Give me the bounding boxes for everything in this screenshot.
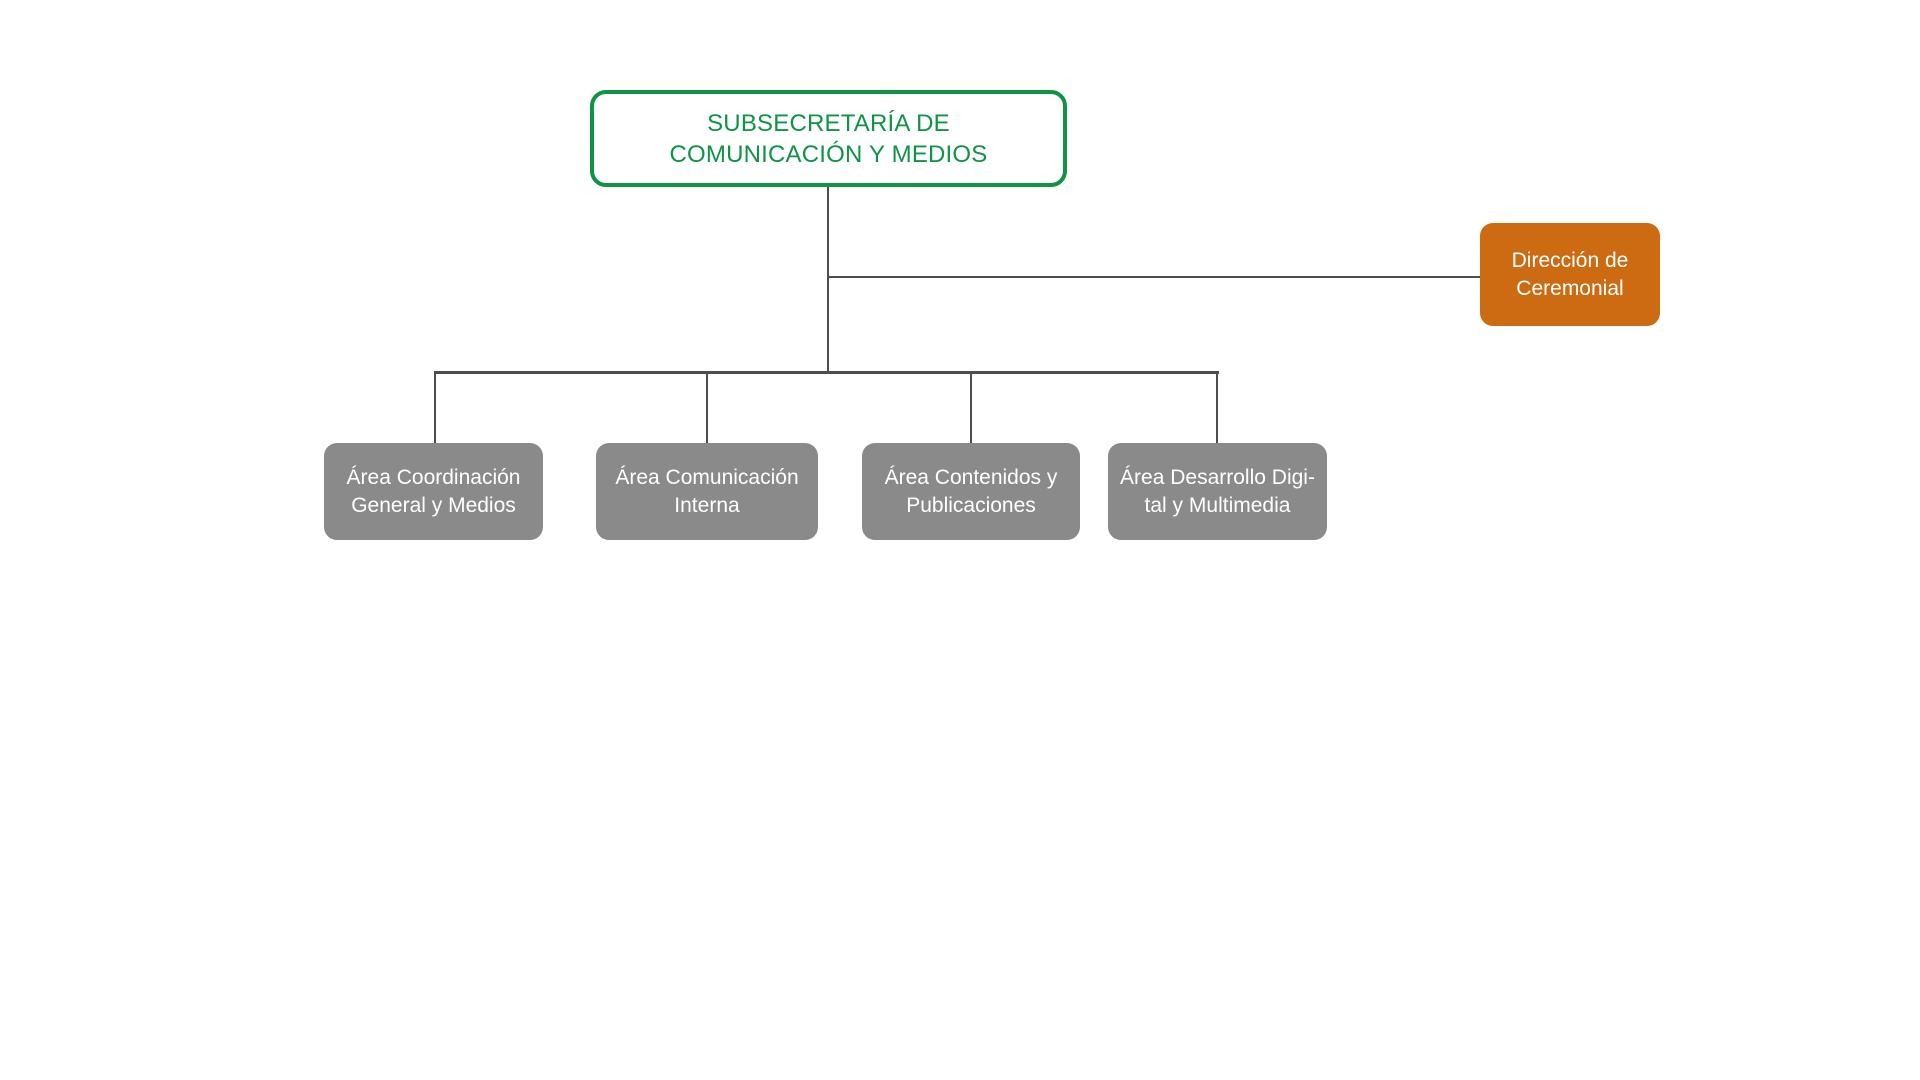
connector-side-horizontal [827,276,1480,278]
connector-root-vertical [827,187,829,372]
node-label-line: Área Comunicación [615,465,799,489]
node-label-line: Área Desarrollo Digi- [1120,465,1315,489]
node-label-line: Área Contenidos y [884,465,1058,489]
connector-drop-child-1 [434,371,436,443]
node-label-line: General y Medios [351,493,516,517]
node-area-contenidos-y-publicaciones: Área Contenidos y Publicaciones [862,443,1080,540]
node-label-line: Área Coordinación [346,465,521,489]
connector-children-bar [434,371,1219,374]
node-subsecretaria-comunicacion-y-medios: SUBSECRETARÍA DE COMUNICACIÓN Y MEDIOS [590,90,1067,187]
node-area-coordinacion-general-y-medios: Área Coordinación General y Medios [324,443,543,540]
node-label-line: Dirección de [1511,248,1629,272]
node-label-line: tal y Multimedia [1144,493,1291,517]
node-direccion-de-ceremonial: Dirección de Ceremonial [1480,223,1660,326]
connector-drop-child-2 [706,371,708,443]
node-area-comunicacion-interna: Área Comunicación Interna [596,443,818,540]
connector-drop-child-3 [970,371,972,443]
connector-drop-child-4 [1216,371,1218,443]
node-label-line: Ceremonial [1516,276,1624,300]
node-label-line: Publicaciones [906,493,1036,517]
node-label-line: COMUNICACIÓN Y MEDIOS [669,140,988,168]
node-label-line: SUBSECRETARÍA DE [707,109,950,137]
node-label-line: Interna [674,493,740,517]
node-area-desarrollo-digital-y-multimedia: Área Desarrollo Digi- tal y Multimedia [1108,443,1327,540]
